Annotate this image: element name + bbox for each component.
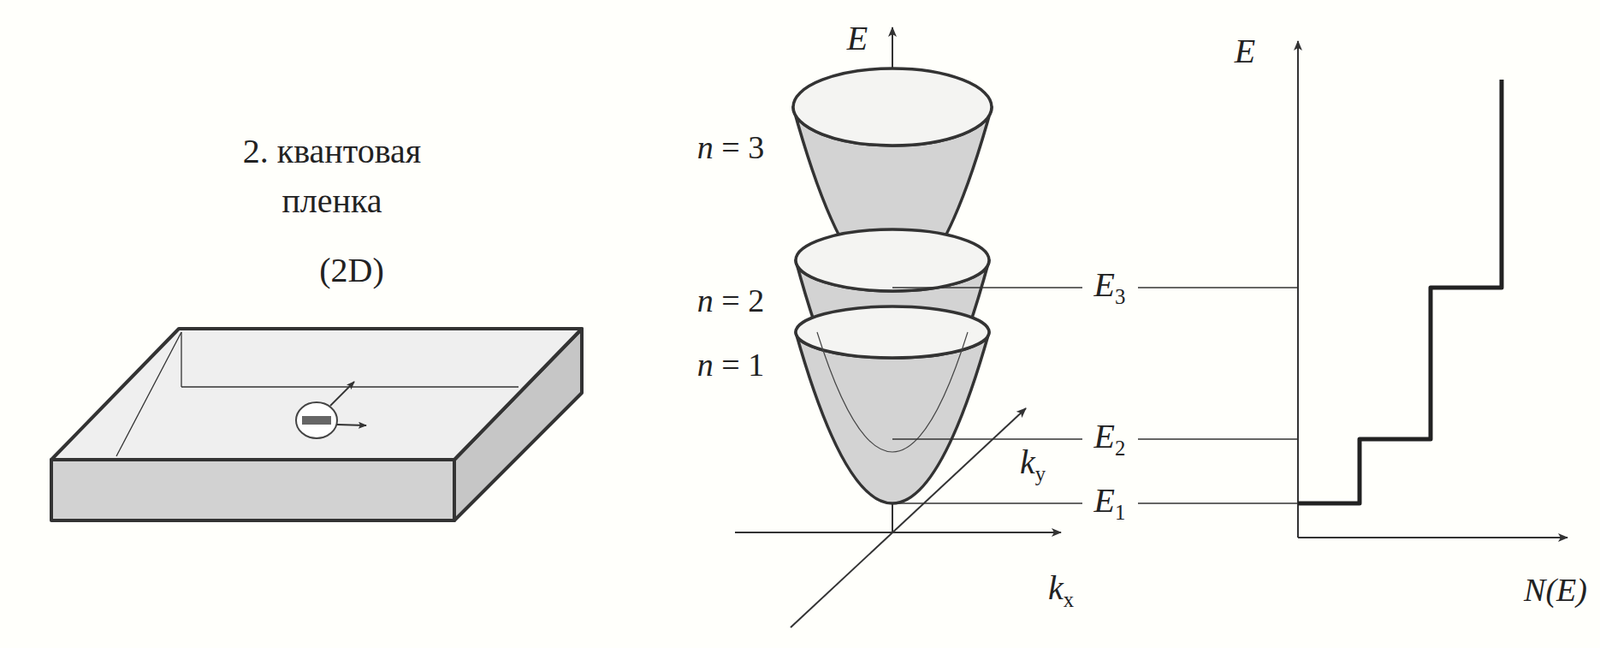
energy-level: E1 xyxy=(1091,480,1129,525)
dos-axes xyxy=(1297,41,1568,538)
energy-level: E3 xyxy=(1091,265,1129,309)
subband-index: n = 3 xyxy=(694,129,767,167)
electron xyxy=(296,381,367,439)
paraboloid-rim xyxy=(793,68,992,146)
paraboloid-rim xyxy=(795,229,990,291)
film-slab xyxy=(51,328,582,521)
paraboloid-rim xyxy=(795,306,990,358)
hidden-parabola xyxy=(817,331,968,452)
axis-label: E xyxy=(844,18,871,59)
axis-label: E xyxy=(1232,31,1258,72)
subband-index: n = 1 xyxy=(694,346,767,385)
level-lines xyxy=(892,287,1298,504)
dos-staircase xyxy=(1297,79,1502,504)
axis-label: ky xyxy=(1017,442,1049,486)
dimension-label: (2D) xyxy=(316,250,387,291)
axis-label: N(E) xyxy=(1521,571,1590,610)
subband-paraboloids xyxy=(793,68,992,504)
k-axes xyxy=(734,27,1061,628)
energy-level: E2 xyxy=(1091,416,1129,461)
figure-title: 2. квантовая пленка xyxy=(192,126,472,226)
subband-index: n = 2 xyxy=(694,282,767,320)
axis-label: kx xyxy=(1045,568,1077,612)
